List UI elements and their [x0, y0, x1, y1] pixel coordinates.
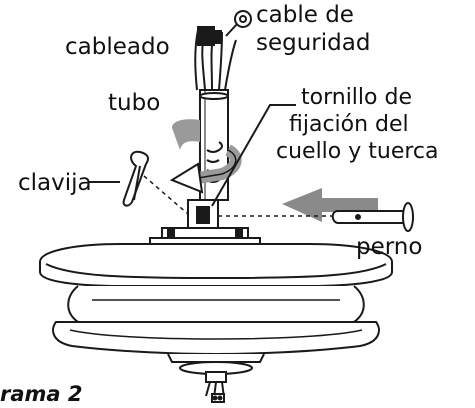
wire-connector	[197, 26, 222, 46]
bottom-wires	[205, 381, 225, 403]
hairpin-clip	[122, 150, 149, 207]
push-arrow	[282, 188, 378, 222]
clevis-pin	[331, 202, 414, 232]
label-safety-cable-line1: cable de	[256, 2, 354, 28]
label-pin: perno	[356, 234, 422, 260]
clip-insertion-line	[143, 175, 189, 215]
safety-cable-eyelet	[225, 10, 252, 37]
label-screw-line3: cuello y tuerca	[276, 139, 439, 164]
rotation-arrow	[169, 119, 242, 194]
label-wiring: cableado	[65, 34, 170, 60]
motor-housing	[39, 243, 393, 356]
bottom-cap	[167, 353, 265, 383]
label-screw-line2: fijación del	[289, 112, 409, 137]
label-clip: clavija	[18, 170, 92, 196]
label-pipe: tubo	[108, 90, 160, 116]
label-screw-line1: tornillo de	[301, 85, 412, 110]
collar-bracket	[149, 199, 261, 245]
screw-leader-line	[211, 104, 296, 207]
label-safety-cable-line2: seguridad	[256, 30, 370, 56]
diagram-caption: rama 2	[0, 382, 83, 404]
